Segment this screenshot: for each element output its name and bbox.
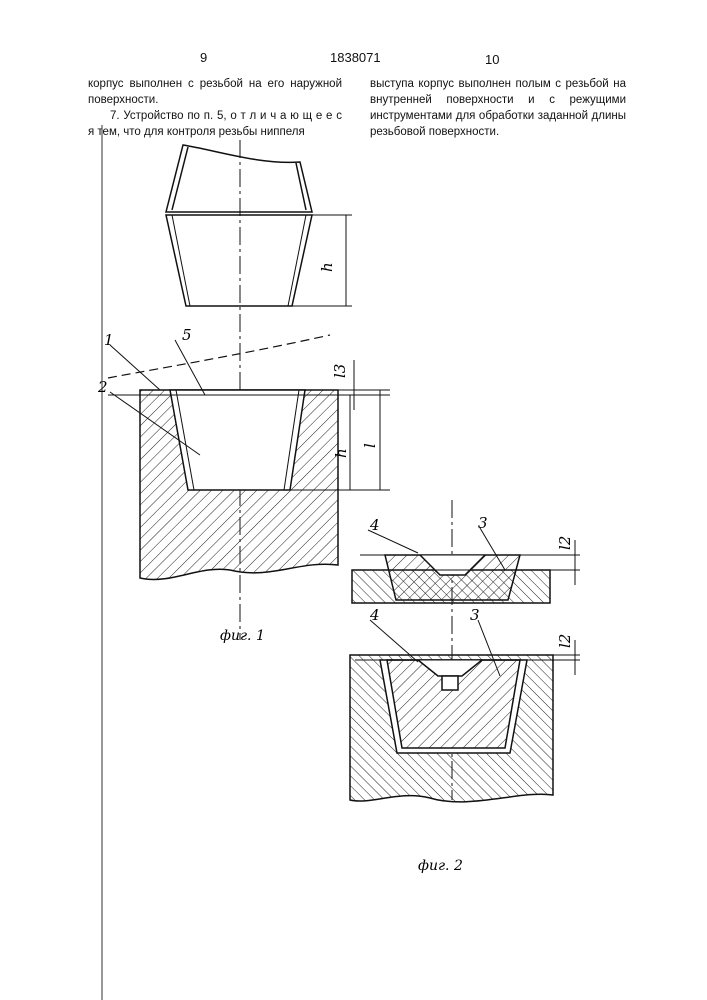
- fig2-label-3-bottom: 3: [470, 606, 480, 624]
- fig2-label-4-top: 4: [369, 516, 380, 534]
- fig1-upper-part: [166, 145, 312, 212]
- fig1-label-l3: l3: [331, 364, 349, 378]
- fig1-label-1: 1: [104, 331, 114, 349]
- fig2-label-l2-top: l2: [556, 536, 574, 550]
- fig1-caption: фиг. 1: [220, 628, 265, 644]
- fig2-label-3-top: 3: [478, 514, 488, 532]
- figure1-drawing: [108, 140, 390, 640]
- fig1-label-5: 5: [182, 326, 192, 344]
- fig1-label-l: l: [361, 443, 379, 448]
- fig1-label-2: 2: [97, 378, 108, 396]
- fig1-label-h-top: h: [318, 262, 336, 272]
- fig2-caption: фиг. 2: [418, 858, 463, 874]
- fig1-label-h: h: [332, 448, 350, 458]
- fig1-dashed-curve: [108, 335, 330, 378]
- fig1-frustum: [166, 215, 312, 306]
- figure2-bottom-drawing: [350, 620, 580, 802]
- fig1-cavity: [170, 390, 305, 490]
- fig2-label-l2-bottom: l2: [556, 634, 574, 648]
- fig2-label-4-bottom: 4: [369, 606, 380, 624]
